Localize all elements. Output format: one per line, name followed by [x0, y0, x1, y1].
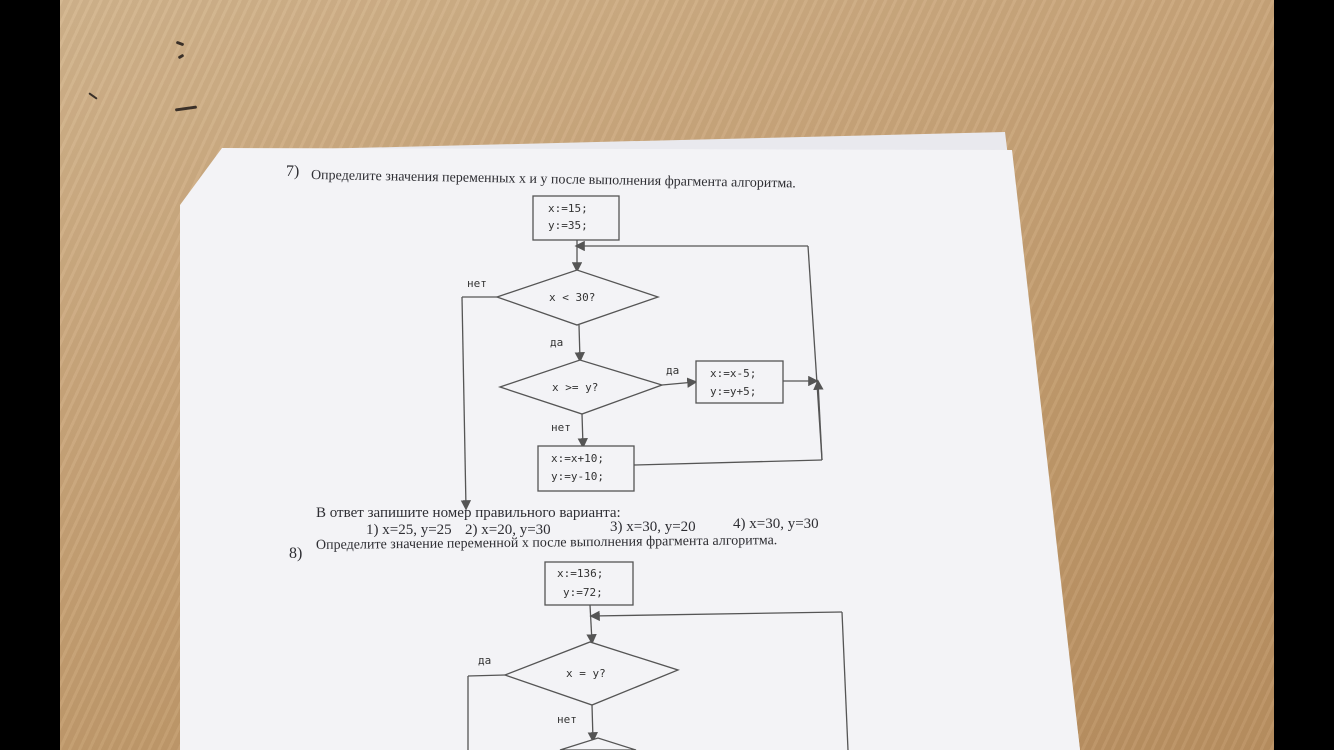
- q7-no-x: x:=x+10;: [551, 452, 604, 465]
- q8-cond1-no-label: нет: [557, 713, 577, 726]
- q7-yes-y: y:=y+5;: [710, 385, 757, 398]
- q7-option-1: 1) x=25, y=25: [366, 522, 452, 538]
- q8-cond1-text: x = y?: [566, 667, 606, 680]
- q7-cond1-text: x < 30?: [549, 291, 596, 304]
- q7-answer-prompt: В ответ запишите номер правильного вариа…: [316, 505, 621, 521]
- q8-cond1-yes-label: да: [478, 654, 492, 667]
- q7-option-2: 2) x=20, y=30: [465, 522, 551, 538]
- q7-option-3: 3) x=30, y=20: [610, 519, 696, 535]
- q8-init-x: x:=136;: [557, 567, 604, 580]
- q7-yes-x: x:=x-5;: [710, 367, 757, 380]
- q7-init-y: y:=35;: [548, 219, 588, 232]
- q7-no-y: y:=y-10;: [551, 470, 604, 483]
- q8-init-y: y:=72;: [563, 586, 603, 599]
- q7-init-x: x:=15;: [548, 202, 588, 215]
- q7-cond2-text: x >= y?: [552, 381, 599, 394]
- q7-cond2-no-label: нет: [551, 421, 571, 434]
- q7-cond1-no-label: нет: [467, 277, 487, 290]
- question8-number: 8): [289, 545, 303, 562]
- q7-cond1-yes-label: да: [550, 336, 564, 349]
- q7-option-4: 4) x=30, y=30: [733, 516, 819, 532]
- q7-cond2-yes-label: да: [666, 364, 680, 377]
